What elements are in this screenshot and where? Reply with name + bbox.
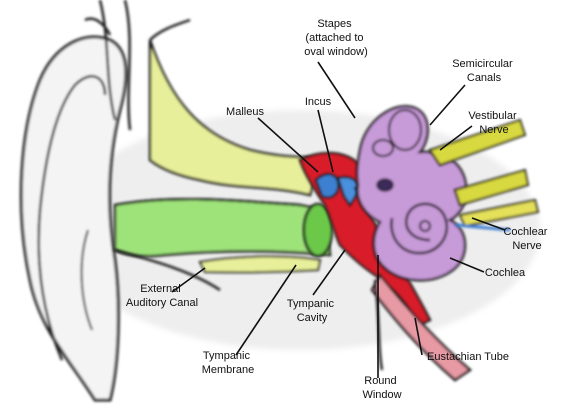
label-tympanic-cavity-line-1: Tympanic [287,298,335,310]
label-semicircular-canals-line-2: Canals [467,72,502,84]
label-vestibular-nerve-line-2: Nerve [479,124,508,136]
label-semicircular-canals-line-1: Semicircular [452,58,513,70]
label-tympanic-membrane: Tympanic Membrane [202,350,255,376]
label-stapes-line-1: Stapes [317,18,352,30]
label-cochlea: Cochlea [485,267,526,279]
label-stapes: Stapes (attached to oval window) [304,18,368,58]
external-auditory-canal [115,199,330,256]
label-cochlear-nerve-line-1: Cochlear [503,226,547,238]
label-tympanic-membrane-line-1: Tympanic [203,350,251,362]
label-external-auditory-canal-line-1: External [140,283,180,295]
label-tympanic-membrane-line-2: Membrane [202,364,255,376]
label-round-window-line-2: Window [362,389,401,401]
label-stapes-line-3: oval window) [304,46,368,58]
label-semicircular-canals: Semicircular Canals [452,58,516,84]
label-vestibular-nerve-line-1: Vestibular [468,110,517,122]
label-incus: Incus [305,96,332,108]
label-malleus: Malleus [226,106,264,118]
label-external-auditory-canal-line-2: Auditory Canal [126,297,198,309]
label-round-window: Round Window [362,375,401,401]
label-eustachian-tube: Eustachian Tube [427,351,509,363]
label-stapes-line-2: (attached to [305,32,363,44]
label-tympanic-cavity-line-2: Cavity [297,312,328,324]
label-cochlear-nerve-line-2: Nerve [512,240,541,252]
label-round-window-line-1: Round [364,375,396,387]
